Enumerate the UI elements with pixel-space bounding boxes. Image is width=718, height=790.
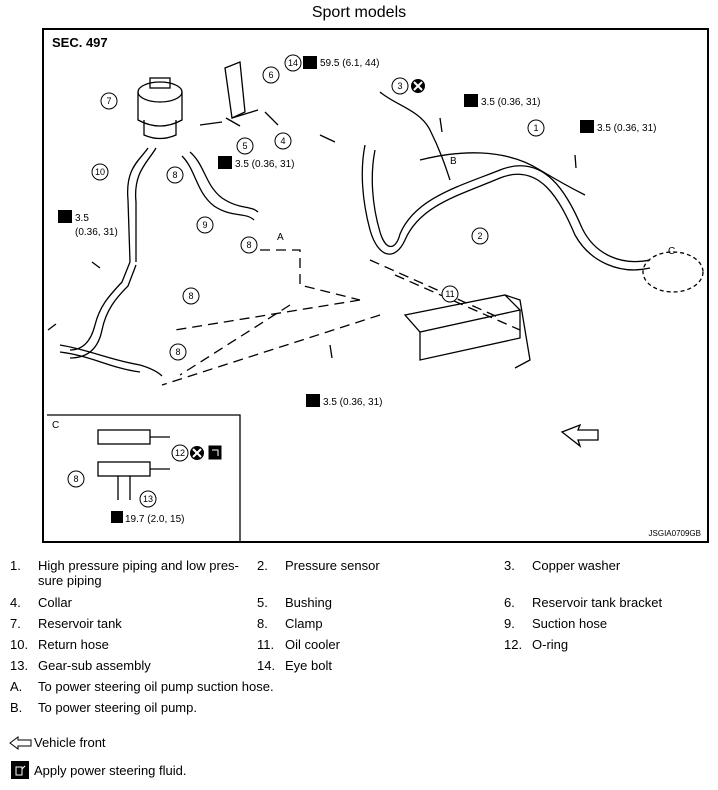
callout-2: 2 <box>471 227 489 245</box>
callout-c: C <box>668 246 675 257</box>
svg-text:10: 10 <box>95 167 105 177</box>
callout-8a: 8 <box>166 166 184 184</box>
callout-1: 1 <box>527 119 545 137</box>
callout-13: 13 <box>139 490 157 508</box>
torque-top-right-b: 3.5 (0.36, 31) <box>597 123 656 134</box>
svg-text:9: 9 <box>202 220 207 230</box>
callout-14: 14 <box>284 54 302 72</box>
svg-text:8: 8 <box>246 240 251 250</box>
torque-left-1: 3.5 <box>75 213 89 224</box>
legend-row: 10. Return hose 11. Oil cooler 12. O-rin… <box>10 637 569 652</box>
do-not-reuse-icon <box>190 79 425 460</box>
legend-row: 4. Collar 5. Bushing 6. Reservoir tank b… <box>10 595 663 610</box>
callout-6: 6 <box>262 66 280 84</box>
legend-row: 7. Reservoir tank 8. Clamp 9. Suction ho… <box>10 616 608 631</box>
svg-text:5: 5 <box>242 141 247 151</box>
section-label: SEC. 497 <box>52 35 108 50</box>
svg-text:12: 12 <box>175 448 185 458</box>
legend-row: 13. Gear-sub assembly 14. Eye bolt <box>10 658 332 673</box>
note-b: B. To power steering oil pump. <box>10 700 197 715</box>
detail-c-circle <box>642 251 704 293</box>
diagram-frame: SEC. 497 JSGIA0709GB <box>42 28 709 543</box>
torque-left-2: (0.36, 31) <box>75 227 118 238</box>
callout-8e: 8 <box>67 470 85 488</box>
svg-text:8: 8 <box>175 347 180 357</box>
svg-text:8: 8 <box>73 474 78 484</box>
callout-8d: 8 <box>169 343 187 361</box>
vehicle-front-arrow <box>560 423 599 448</box>
svg-text:8: 8 <box>188 291 193 301</box>
detail-c-box <box>47 414 241 541</box>
page-title: Sport models <box>311 4 407 21</box>
oil-cooler <box>403 294 531 369</box>
suction-hose <box>189 151 259 213</box>
note-fluid: Apply power steering fluid. <box>0 761 718 783</box>
reservoir-tank <box>137 77 183 140</box>
svg-text:6: 6 <box>268 70 273 80</box>
svg-text:4: 4 <box>280 136 285 146</box>
svg-text:14: 14 <box>288 58 298 68</box>
return-hose <box>127 147 149 263</box>
svg-text:8: 8 <box>172 170 177 180</box>
svg-text:1: 1 <box>533 123 538 133</box>
detail-c-parts <box>97 429 170 500</box>
callout-9: 9 <box>196 216 214 234</box>
fluid-icon <box>208 445 222 460</box>
parts-diagram: 1 2 3 4 5 6 7 8 8 8 8 8 9 10 11 12 13 14 <box>47 54 704 541</box>
torque-wrench-icon <box>58 56 594 523</box>
callout-4: 4 <box>274 132 292 150</box>
svg-text:2: 2 <box>477 231 482 241</box>
pressure-piping <box>361 144 651 271</box>
callout-a: A <box>277 232 284 243</box>
callout-11: 11 <box>441 285 459 303</box>
torque-bottom: 3.5 (0.36, 31) <box>323 397 382 408</box>
torque-detail: 19.7 (2.0, 15) <box>125 514 184 525</box>
callout-3: 3 <box>391 77 409 95</box>
reservoir-bracket <box>224 61 259 119</box>
svg-text:11: 11 <box>445 289 454 299</box>
callout-7: 7 <box>100 92 118 110</box>
vehicle-front-icon <box>9 736 32 750</box>
callout-5: 5 <box>236 137 254 155</box>
torque-top-right-a: 3.5 (0.36, 31) <box>481 97 540 108</box>
svg-text:7: 7 <box>106 96 111 106</box>
note-a: A. To power steering oil pump suction ho… <box>10 679 274 694</box>
fluid-icon <box>11 761 29 779</box>
callout-8c: 8 <box>182 287 200 305</box>
svg-text:3: 3 <box>397 81 402 91</box>
figure-code: JSGIA0709GB <box>648 529 701 538</box>
callout-b: B <box>450 156 457 167</box>
legend-row: 1. High pressure piping and low pres-sur… <box>10 558 621 588</box>
torque-mid: 3.5 (0.36, 31) <box>235 159 294 170</box>
detail-c-label: C <box>52 420 59 431</box>
callout-12: 12 <box>171 444 189 462</box>
note-vehicle-front: Vehicle front <box>0 735 718 755</box>
callout-10: 10 <box>91 163 109 181</box>
torque-14: 59.5 (6.1, 44) <box>320 58 379 69</box>
callout-8b: 8 <box>240 236 258 254</box>
svg-text:13: 13 <box>143 494 153 504</box>
